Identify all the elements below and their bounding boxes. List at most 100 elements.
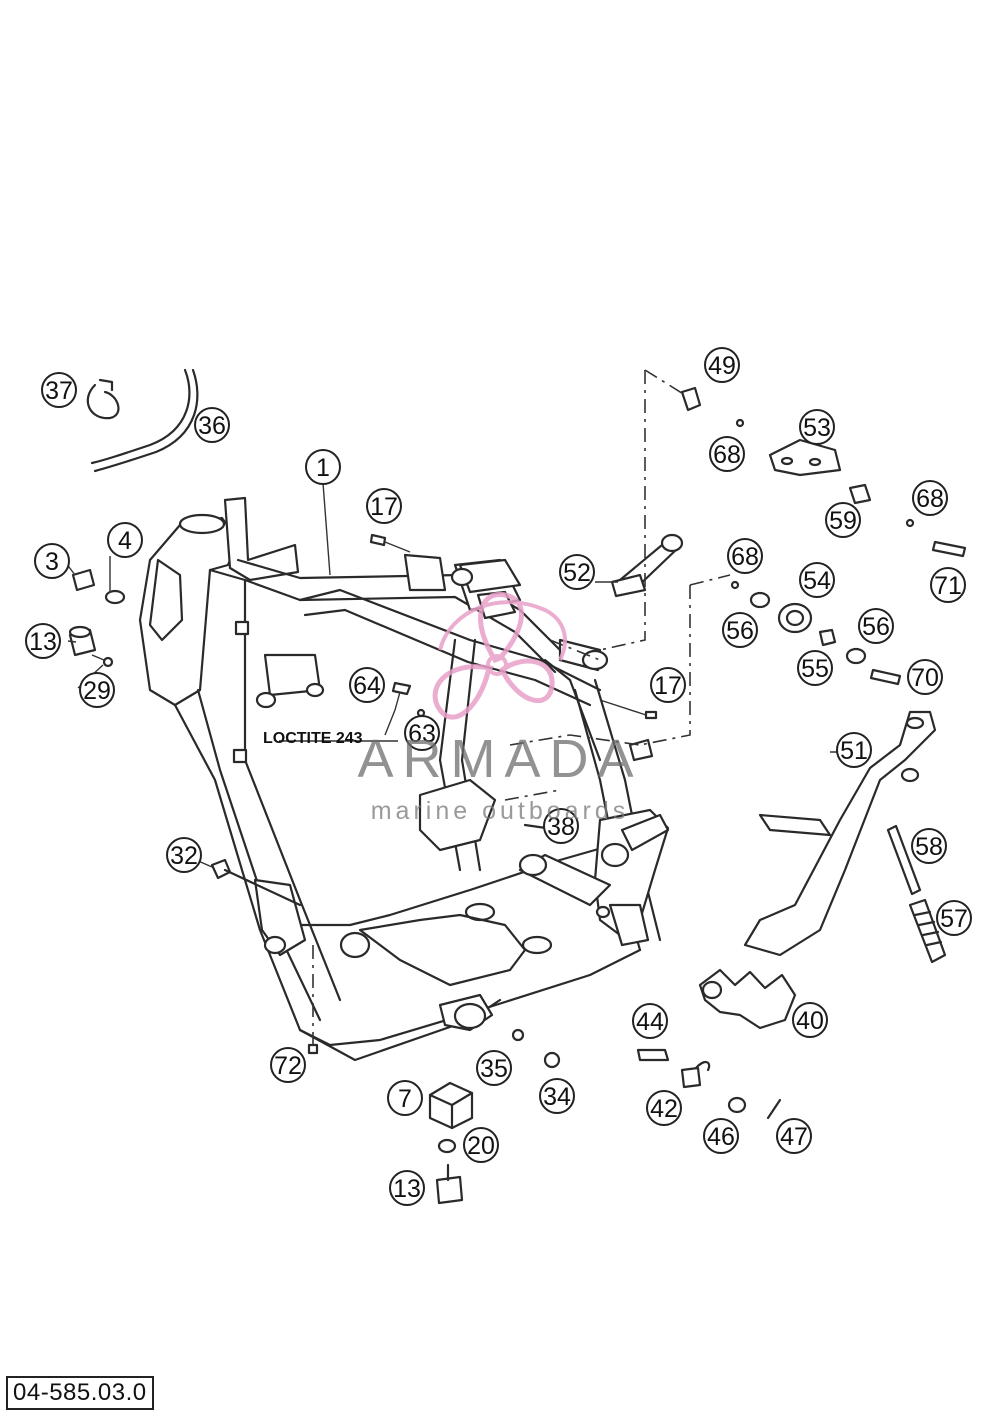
callout-number: 38: [547, 813, 575, 841]
callout-3: 3: [34, 543, 70, 579]
callout-17: 17: [366, 488, 402, 524]
callout-58: 58: [911, 828, 947, 864]
callout-68: 68: [727, 538, 763, 574]
callout-circle: [727, 538, 763, 574]
callout-circle: [704, 347, 740, 383]
callout-circle: [799, 562, 835, 598]
callout-17: 17: [650, 667, 686, 703]
callout-circle: [349, 667, 385, 703]
callout-number: 55: [801, 655, 829, 683]
callout-number: 20: [467, 1132, 495, 1160]
callout-circle: [543, 808, 579, 844]
callout-38: 38: [543, 808, 579, 844]
callout-number: 68: [916, 485, 944, 513]
callout-number: 58: [915, 833, 943, 861]
clip-part: [680, 386, 702, 412]
callout-number: 42: [650, 1095, 678, 1123]
callout-number: 37: [45, 377, 73, 405]
callout-13: 13: [25, 623, 61, 659]
callout-1: 1: [305, 449, 341, 485]
callout-29: 29: [79, 672, 115, 708]
callout-number: 49: [708, 352, 736, 380]
callout-36: 36: [194, 407, 230, 443]
callout-51: 51: [836, 732, 872, 768]
callout-number: 46: [707, 1123, 735, 1151]
callout-number: 7: [398, 1085, 412, 1113]
callout-number: 47: [780, 1123, 808, 1151]
callout-70: 70: [907, 659, 943, 695]
callout-number: 51: [840, 737, 868, 765]
callout-number: 68: [731, 543, 759, 571]
callout-number: 44: [636, 1008, 664, 1036]
callout-number: 36: [198, 412, 226, 440]
loctite-annotation: LOCTITE 243: [263, 730, 363, 747]
callout-47: 47: [776, 1118, 812, 1154]
callout-number: 34: [543, 1083, 571, 1111]
callout-46: 46: [703, 1118, 739, 1154]
callout-circle: [709, 436, 745, 472]
callout-number: 59: [829, 507, 857, 535]
document-number: 04-585.03.0: [6, 1376, 154, 1410]
callout-52: 52: [559, 554, 595, 590]
callout-number: 4: [118, 527, 132, 555]
callout-circle: [389, 1170, 425, 1206]
callout-55: 55: [797, 650, 833, 686]
callout-circle: [25, 623, 61, 659]
callout-circle: [650, 667, 686, 703]
washer-part: [104, 589, 126, 605]
callout-circle: [476, 1050, 512, 1086]
side-stand: [743, 710, 937, 957]
callout-circle: [825, 502, 861, 538]
callout-42: 42: [646, 1090, 682, 1126]
callout-circle: [797, 650, 833, 686]
callout-number: 13: [393, 1175, 421, 1203]
callout-circle: [858, 608, 894, 644]
callout-number: 52: [563, 559, 591, 587]
callout-54: 54: [799, 562, 835, 598]
callout-56: 56: [858, 608, 894, 644]
callout-number: 17: [370, 493, 398, 521]
callout-circle: [166, 837, 202, 873]
callout-circle: [792, 1002, 828, 1038]
assembly-lines: [504, 369, 731, 801]
callout-circle: [539, 1078, 575, 1114]
callout-number: 68: [713, 441, 741, 469]
plug-part: [71, 568, 96, 592]
callout-circle: [936, 900, 972, 936]
callout-number: 70: [911, 664, 939, 692]
callout-number: 63: [408, 720, 436, 748]
callout-number: 40: [796, 1007, 824, 1035]
guide-bracket: [768, 438, 842, 477]
breather-hose: [90, 368, 191, 465]
callout-32: 32: [166, 837, 202, 873]
callout-circle: [799, 409, 835, 445]
callout-number: 35: [480, 1055, 508, 1083]
callout-13: 13: [389, 1170, 425, 1206]
callout-number: 3: [45, 548, 59, 576]
callout-circle: [632, 1003, 668, 1039]
callout-56: 56: [722, 612, 758, 648]
callout-number: 29: [83, 677, 111, 705]
callout-circle: [79, 672, 115, 708]
callout-44: 44: [632, 1003, 668, 1039]
callout-circle: [107, 522, 143, 558]
callout-53: 53: [799, 409, 835, 445]
callout-circle: [404, 715, 440, 751]
callout-number: 71: [934, 572, 962, 600]
callout-number: 13: [29, 628, 57, 656]
callout-circle: [305, 449, 341, 485]
callout-circle: [836, 732, 872, 768]
callout-number: 64: [353, 672, 381, 700]
callout-64: 64: [349, 667, 385, 703]
callout-57: 57: [936, 900, 972, 936]
callout-circle: [776, 1118, 812, 1154]
callout-circle: [270, 1047, 306, 1083]
callout-59: 59: [825, 502, 861, 538]
callout-number: 53: [803, 414, 831, 442]
grommet-part: [777, 602, 813, 634]
callout-circle: [463, 1127, 499, 1163]
callout-circle: [366, 488, 402, 524]
callout-20: 20: [463, 1127, 499, 1163]
